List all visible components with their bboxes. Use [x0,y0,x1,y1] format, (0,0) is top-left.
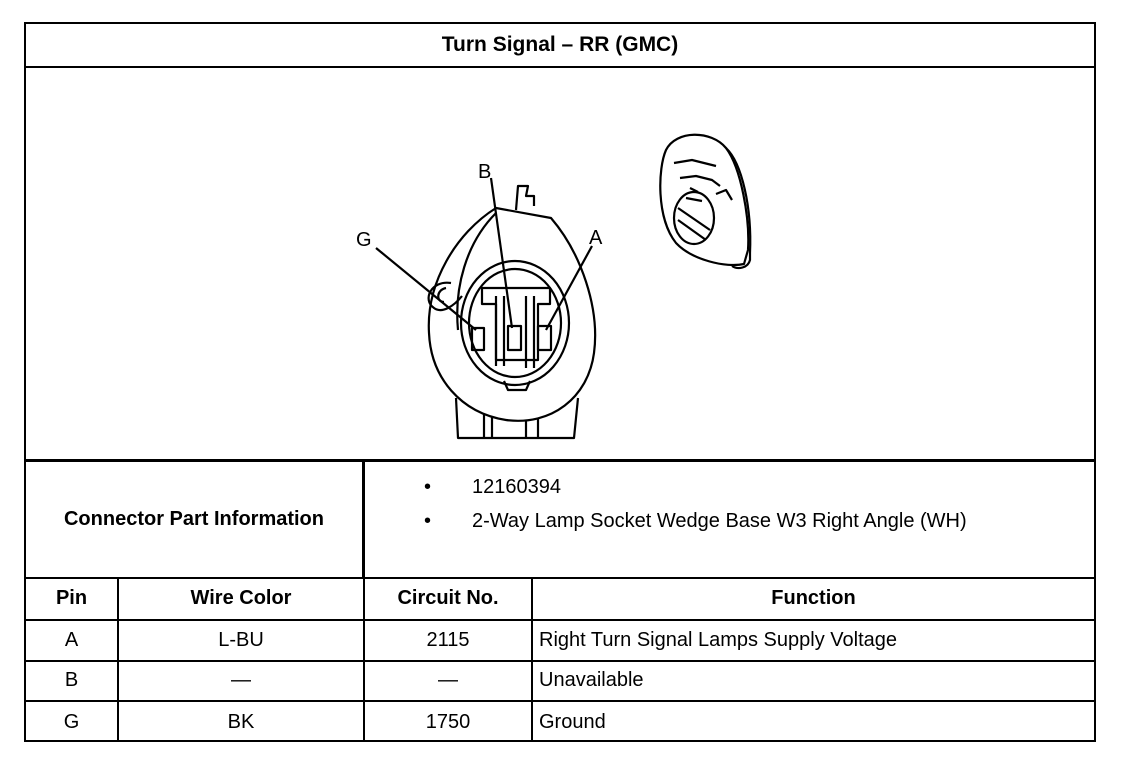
part-number: 12160394 [472,476,561,498]
leader-b [489,177,514,329]
connector-housing-outer [427,206,597,422]
cell-pin: A [26,618,119,662]
cell-wire-color: L-BU [117,618,365,662]
pin-label-g: G [356,229,372,251]
pin-table-header: Pin Wire Color Circuit No. Function [26,579,1094,621]
header-pin: Pin [26,579,119,621]
cell-pin: G [26,700,119,742]
terminal-frame [480,286,552,362]
header-function: Function [531,579,1094,621]
cell-pin: B [26,659,119,703]
side-tab [427,281,463,312]
list-item: • 12160394 [368,472,1094,506]
connector-figure: B G A [26,68,1094,462]
cell-circuit: — [363,659,533,703]
table-row: A L-BU 2115 Right Turn Signal Lamps Supp… [26,618,1094,662]
bullet-icon: • [424,476,432,498]
sheet-title: Turn Signal – RR (GMC) [26,24,1094,68]
connector-inner-ring [459,259,571,387]
connector-sheet: Turn Signal – RR (GMC) [24,22,1096,742]
connector-drawing: B G A [356,133,752,440]
table-row: G BK 1750 Ground [26,700,1094,742]
part-description: 2-Way Lamp Socket Wedge Base W3 Right An… [472,510,967,532]
header-wire-color: Wire Color [117,579,365,621]
bullet-icon: • [424,510,432,532]
cell-wire-color: — [117,659,365,703]
header-circuit: Circuit No. [363,579,533,621]
list-item: • 2-Way Lamp Socket Wedge Base W3 Right … [368,506,1094,540]
pin-a-contact [536,324,553,352]
cell-function: Right Turn Signal Lamps Supply Voltage [531,618,1094,662]
cell-circuit: 1750 [363,700,533,742]
cell-function: Unavailable [531,659,1094,703]
table-row: B — — Unavailable [26,659,1094,703]
pin-b-contact [506,324,523,352]
latch [514,184,536,211]
pin-label-a: A [589,227,603,249]
connector-info-label: Connector Part Information [26,462,365,577]
connector-info-list: • 12160394 • 2-Way Lamp Socket Wedge Bas… [368,472,1094,540]
pin-table: Pin Wire Color Circuit No. Function A L-… [26,579,1094,742]
socket-side-view [659,133,752,270]
leader-g [375,247,477,331]
pin-label-b: B [478,161,491,183]
cell-circuit: 2115 [363,618,533,662]
pin-g-contact [470,326,486,352]
cell-function: Ground [531,700,1094,742]
cell-wire-color: BK [117,700,365,742]
connector-info-row: Connector Part Information • 12160394 • … [26,462,1094,579]
leader-a [545,245,593,331]
